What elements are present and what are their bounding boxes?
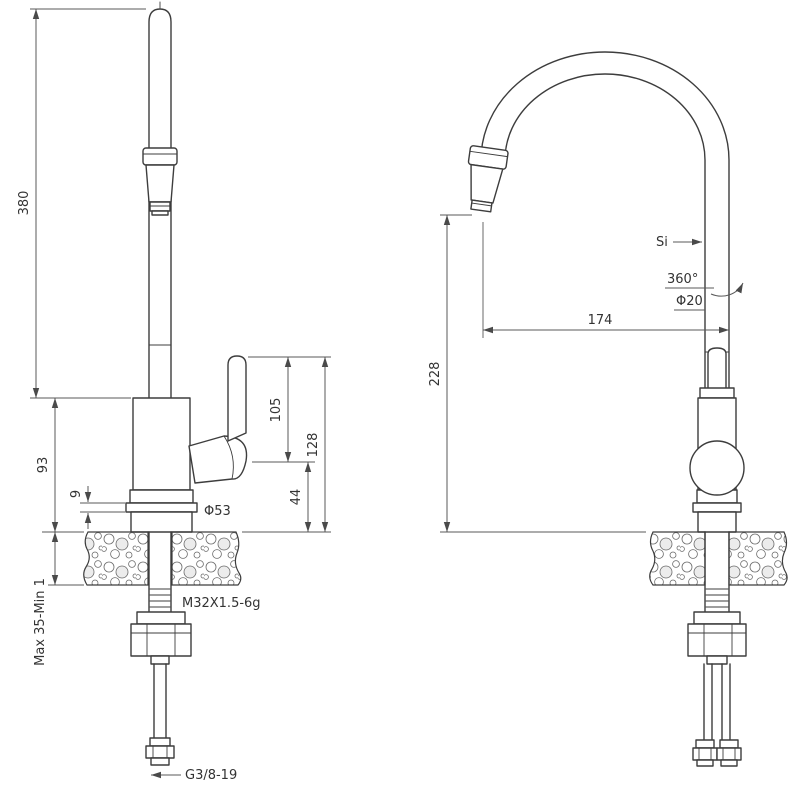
left-spout	[148, 1, 172, 399]
dim-105-label: 105	[269, 398, 284, 423]
dim-128-label: 128	[306, 433, 321, 458]
right-inlet-connectors	[692, 739, 742, 767]
left-sprayer-head	[142, 147, 178, 216]
right-mounting-shank	[687, 531, 747, 741]
left-handle	[188, 355, 248, 484]
left-mounting-shank	[130, 531, 192, 739]
left-countertop	[83, 531, 242, 586]
right-handle	[704, 347, 730, 391]
dim-174-label: 174	[588, 313, 613, 328]
si-label: Si	[656, 235, 668, 250]
dim-9-label: 9	[69, 490, 84, 498]
right-body	[689, 387, 745, 533]
right-spout	[480, 51, 730, 391]
swivel-angle-label: 360°	[667, 272, 698, 287]
thread-spec-label: M32X1.5-6g	[182, 596, 261, 611]
left-view	[83, 1, 248, 766]
right-sprayer-head	[467, 145, 509, 213]
dim-93-label: 93	[36, 457, 51, 474]
spout-diameter-label: Φ20	[676, 294, 703, 309]
dim-44-label: 44	[289, 489, 304, 506]
dim-228-label: 228	[428, 362, 443, 387]
left-inlet-connector	[145, 737, 175, 766]
right-view	[467, 51, 788, 767]
right-countertop	[649, 531, 788, 586]
base-diameter-label: Φ53	[204, 504, 231, 519]
dim-380-label: 380	[17, 191, 32, 216]
left-body	[125, 397, 198, 533]
inlet-spec-label: G3/8-19	[185, 768, 237, 783]
ball-joint-circle	[689, 440, 745, 496]
deck-range-label: Max 35-Min 1	[33, 578, 48, 666]
dimension-annotations: 380 93 9 105 44 128 Φ53 Max 35-Min 1 M32…	[17, 8, 744, 783]
